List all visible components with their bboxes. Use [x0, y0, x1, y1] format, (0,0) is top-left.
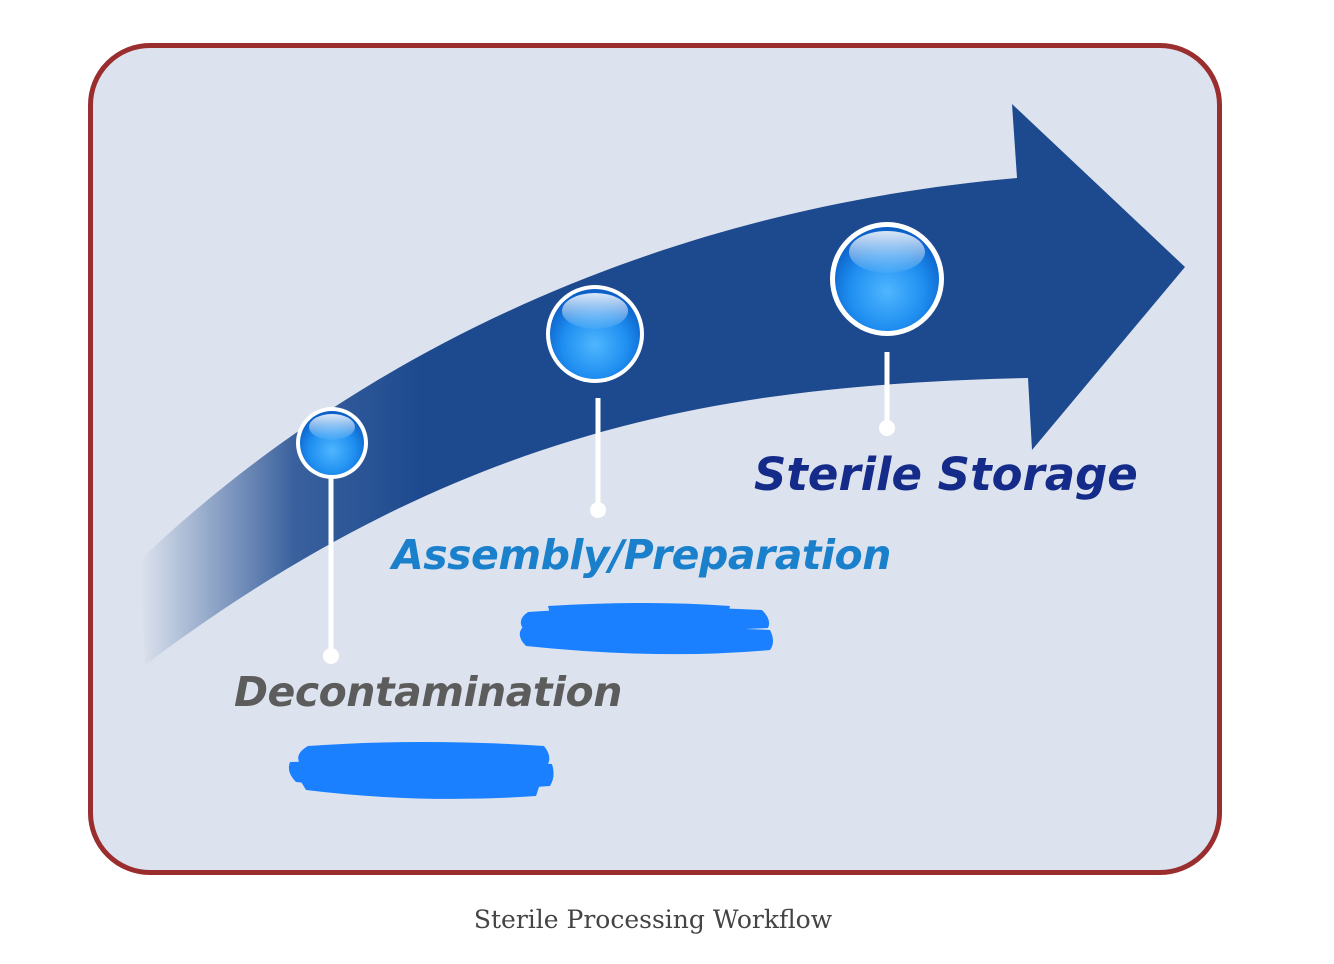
connector-decontamination — [323, 478, 339, 664]
connector-assembly — [590, 398, 606, 518]
redaction-mark-decontamination — [288, 742, 554, 799]
workflow-arrow — [140, 104, 1185, 665]
stage-label-decontamination: Decontamination — [234, 668, 622, 716]
connector-sterile-storage — [879, 352, 895, 436]
stage-label-assembly: Assembly/Preparation — [392, 531, 891, 579]
redaction-mark-assembly — [519, 603, 773, 655]
node-assembly — [546, 285, 644, 383]
stage-label-sterile-storage: Sterile Storage — [754, 448, 1138, 501]
node-decontamination — [296, 407, 368, 479]
figure-caption: Sterile Processing Workflow — [473, 905, 833, 934]
node-sterile-storage — [830, 222, 944, 336]
